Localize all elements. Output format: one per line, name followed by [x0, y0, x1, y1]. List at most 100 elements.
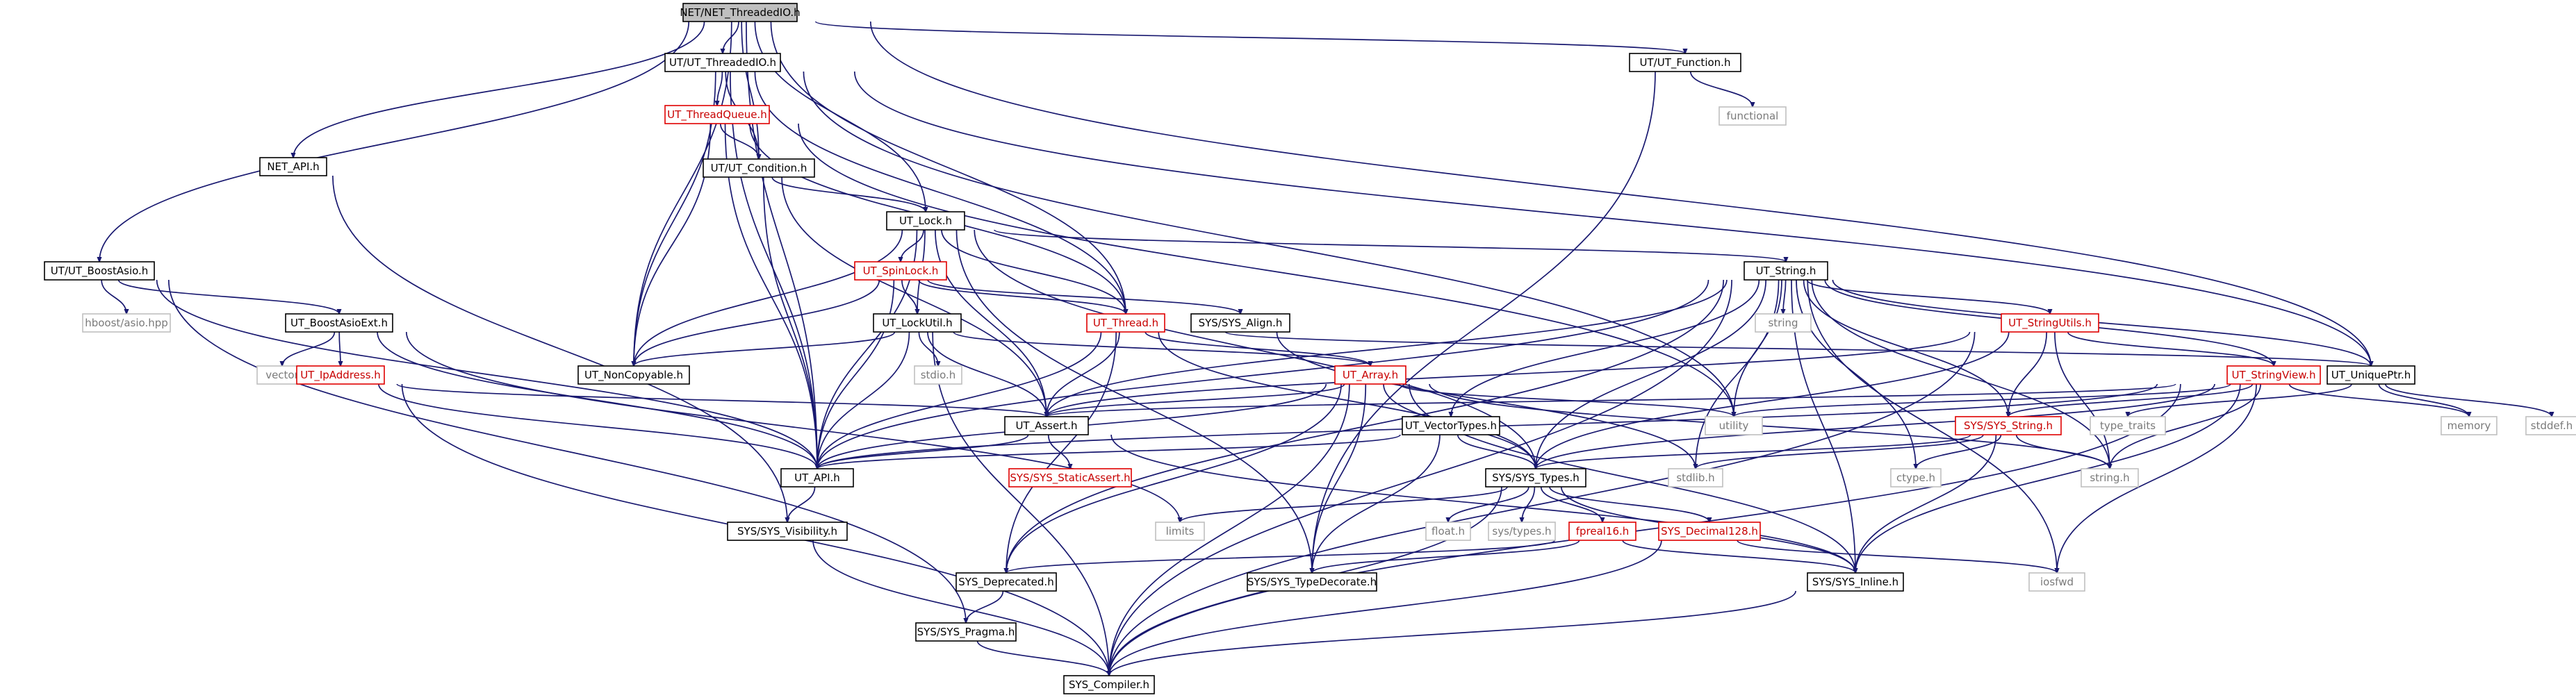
node-sys-types[interactable]: SYS/SYS_Types.h [1485, 468, 1586, 488]
node-box [1402, 416, 1500, 435]
node-ut-threadedio[interactable]: UT/UT_ThreadedIO.h [664, 53, 781, 72]
edge-sys_string-to-stdlib [1696, 434, 1984, 469]
node-label: UT/UT_Function.h [1640, 56, 1731, 69]
node-sys-deprecated[interactable]: SYS_Deprecated.h [955, 572, 1057, 592]
edge-ut_lock-to-ut_string [994, 229, 1786, 262]
node-box [1807, 572, 1904, 592]
node-label: NET/NET_ThreadedIO.h [680, 6, 800, 19]
node-box [1705, 416, 1763, 435]
edge-sys_decimal128-to-iosfwd [1737, 540, 2057, 573]
edge-ut_threadqueue-to-ut_api [724, 123, 818, 469]
edge-ut_lockutil-to-stdio [918, 331, 938, 366]
node-sys-compiler[interactable]: SYS_Compiler.h [1063, 675, 1155, 694]
edge-ut_uniqueptr-to-stddef [2384, 383, 2552, 417]
node-box [2327, 365, 2415, 385]
node-box [1568, 522, 1636, 541]
node-stdlib: stdlib.h [1668, 468, 1723, 488]
node-label: type_traits [2100, 419, 2156, 433]
node-box [2001, 313, 2099, 333]
node-label: UT_Assert.h [1015, 419, 1077, 433]
edge-ut_threadedio-to-utility [803, 71, 1734, 417]
edge-ut_string-to-string [1783, 279, 1787, 314]
node-box [1629, 53, 1741, 72]
node-box [82, 313, 171, 333]
node-label: SYS/SYS_Types.h [1492, 472, 1580, 485]
node-ut-api[interactable]: UT_API.h [780, 468, 854, 488]
node-label: UT_API.h [794, 472, 840, 485]
node-sys-align[interactable]: SYS/SYS_Align.h [1190, 313, 1290, 333]
node-ut-stringview[interactable]: UT_StringView.h [2226, 365, 2321, 385]
node-ut-string[interactable]: UT_String.h [1744, 261, 1828, 281]
edge-ut_string-to-sys_compiler [1109, 279, 1732, 676]
node-functional: functional [1718, 106, 1787, 126]
node-sys-inline[interactable]: SYS/SYS_Inline.h [1807, 572, 1904, 592]
node-box [1086, 313, 1165, 333]
edge-ut_uniqueptr-to-type_traits [2128, 383, 2352, 417]
node-box [2525, 416, 2576, 435]
node-ut-vectortypes[interactable]: UT_VectorTypes.h [1402, 416, 1500, 435]
node-ut-boostasioext[interactable]: UT_BoostAsioExt.h [285, 313, 393, 333]
node-sys-staticassert[interactable]: SYS/SYS_StaticAssert.h [1008, 468, 1132, 488]
edge-ut_array-to-sys_inline [1408, 383, 1855, 573]
node-net-api[interactable]: NET_API.h [259, 157, 327, 176]
node-sys-visibility[interactable]: SYS/SYS_Visibility.h [727, 522, 848, 541]
node-label: UT_LockUtil.h [882, 317, 952, 330]
edge-ut_threadqueue-to-ut_condition [719, 123, 759, 159]
node-root[interactable]: NET/NET_ThreadedIO.h [680, 3, 801, 22]
edge-ut_string-to-sys_deprecated [1006, 279, 1725, 573]
node-ut-stringutils[interactable]: UT_StringUtils.h [2001, 313, 2099, 333]
node-label: SYS/SYS_Inline.h [1812, 576, 1898, 589]
edge-ut_ipaddress-to-ut_api [378, 383, 817, 469]
node-label: SYS/SYS_TypeDecorate.h [1247, 576, 1377, 589]
node-ut-boostasio[interactable]: UT/UT_BoostAsio.h [44, 261, 155, 281]
node-ut-thread[interactable]: UT_Thread.h [1086, 313, 1165, 333]
edge-ut_stringutils-to-ut_assert [1047, 331, 1971, 417]
node-sys-string[interactable]: SYS/SYS_String.h [1955, 416, 2062, 435]
node-box [296, 365, 385, 385]
node-ut-threadqueue[interactable]: UT_ThreadQueue.h [664, 105, 770, 124]
edge-root-to-ut_threadedio [723, 21, 739, 53]
node-sys-pragma[interactable]: SYS/SYS_Pragma.h [915, 622, 1017, 642]
node-ut-lockutil[interactable]: UT_LockUtil.h [873, 313, 962, 333]
edge-sys_visibility-to-sys_compiler [812, 540, 1109, 676]
edge-root-to-ut_thread [770, 21, 1126, 314]
node-label: string.h [2090, 472, 2129, 484]
node-ut-ipaddress[interactable]: UT_IpAddress.h [296, 365, 385, 385]
edge-ut_thread-to-ut_array [1145, 331, 1370, 366]
edge-ut_uniqueptr-to-memory [2378, 383, 2469, 417]
edge-ut_stringview-to-iosfwd [2057, 383, 2257, 573]
edge-ut_array-to-sys_typedecorate [1312, 383, 1367, 573]
edge-sys_string-to-sys_inline [1855, 434, 1997, 573]
edge-ut_thread-to-ut_assert [1047, 331, 1120, 417]
node-sys-decimal128[interactable]: SYS_Decimal128.h [1658, 522, 1761, 541]
edge-ut_spinlock-to-ut_lockutil [901, 279, 917, 314]
node-label: UT_IpAddress.h [300, 369, 381, 382]
node-fpreal16[interactable]: fpreal16.h [1568, 522, 1636, 541]
node-ut-lock[interactable]: UT_Lock.h [886, 211, 965, 231]
node-box [285, 313, 393, 333]
node-box [1488, 522, 1556, 541]
node-ut-assert[interactable]: UT_Assert.h [1004, 416, 1089, 435]
node-label: fpreal16.h [1576, 525, 1630, 538]
node-box [2440, 416, 2497, 435]
node-label: UT_Thread.h [1093, 317, 1158, 330]
node-ut-uniqueptr[interactable]: UT_UniquePtr.h [2327, 365, 2415, 385]
node-label: SYS/SYS_Pragma.h [917, 626, 1015, 639]
node-ut-noncopyable[interactable]: UT_NonCopyable.h [577, 365, 690, 385]
node-label: stddef.h [2531, 419, 2573, 432]
node-ut-array[interactable]: UT_Array.h [1334, 365, 1406, 385]
node-box [1955, 416, 2062, 435]
node-ut-function[interactable]: UT/UT_Function.h [1629, 53, 1741, 72]
edge-ut_api-to-sys_visibility [787, 486, 816, 522]
edge-sys_types-to-sys_decimal128 [1549, 486, 1709, 522]
edge-ut_string-to-ut_uniqueptr [1832, 279, 2371, 366]
node-box [2226, 365, 2321, 385]
edge-ut_assert-to-sys_staticassert [1047, 434, 1070, 469]
node-label: UT_StringView.h [2232, 369, 2316, 382]
node-ut-condition[interactable]: UT/UT_Condition.h [703, 158, 815, 178]
node-box [664, 53, 781, 72]
node-label: UT_NonCopyable.h [584, 369, 683, 382]
node-string: string [1755, 313, 1812, 333]
node-ut-spinlock[interactable]: UT_SpinLock.h [854, 261, 947, 281]
node-sys-typedecorate[interactable]: SYS/SYS_TypeDecorate.h [1247, 572, 1377, 592]
